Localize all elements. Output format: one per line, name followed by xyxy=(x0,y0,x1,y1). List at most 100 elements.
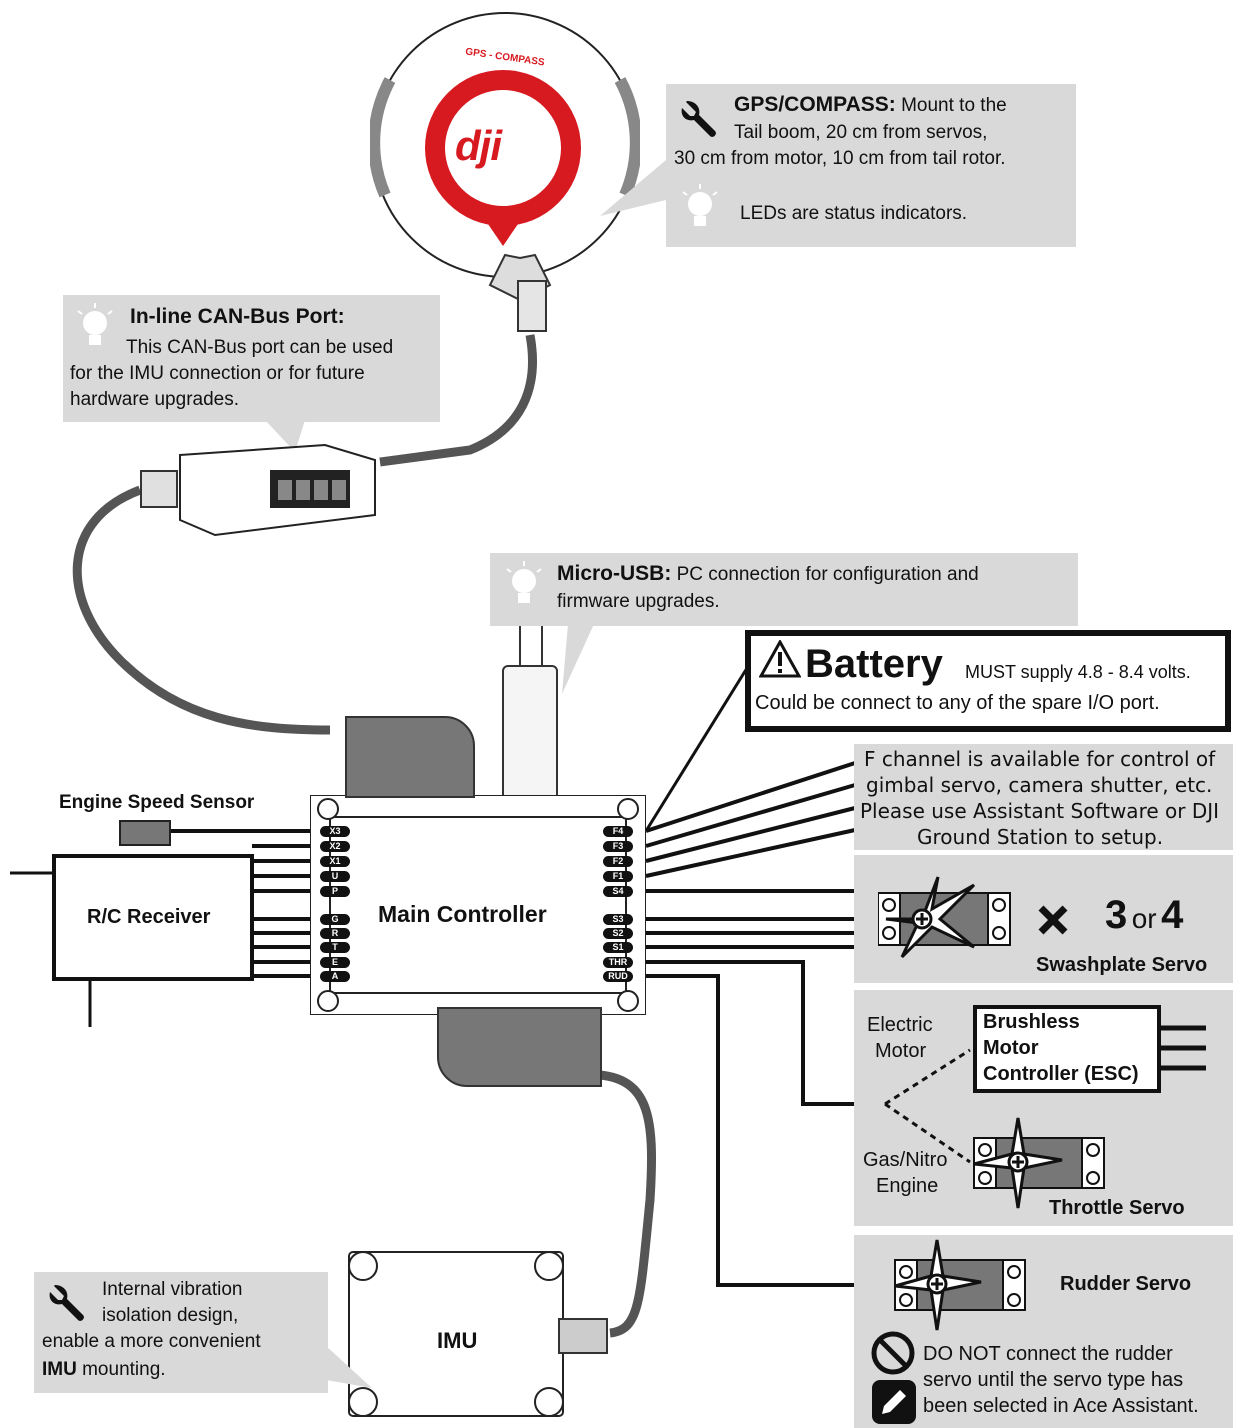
gps-text-line2: Tail boom, 20 cm from servos, xyxy=(734,122,988,143)
prohibited-icon xyxy=(871,1331,915,1375)
imu-cable-connector xyxy=(558,1318,608,1354)
pin-g: G xyxy=(320,914,350,925)
gps-callout: GPS/COMPASS: Mount to the Tail boom, 20 … xyxy=(666,84,1076,247)
f-channel-line1: F channel is available for control of xyxy=(864,747,1216,771)
rudder-warn-line2: servo until the servo type has xyxy=(923,1369,1184,1391)
usb-plug xyxy=(502,665,558,805)
gas-nitro-line1: Gas/Nitro xyxy=(863,1149,948,1171)
pin-s2: S2 xyxy=(603,928,633,939)
f-channel-line3: Please use Assistant Software or DJI xyxy=(860,799,1220,823)
usb-callout: Micro-USB: PC connection for configurati… xyxy=(490,553,1078,626)
wrench-icon xyxy=(49,1285,84,1321)
imu-module: IMU xyxy=(345,1248,567,1420)
warning-triangle-icon xyxy=(759,640,801,678)
engine-speed-sensor xyxy=(119,820,171,846)
battery-note: Could be connect to any of the spare I/O… xyxy=(755,692,1160,714)
canbus-line2: for the IMU connection or for future xyxy=(70,363,365,384)
canbus-hub xyxy=(175,440,380,537)
engine-speed-sensor-label: Engine Speed Sensor xyxy=(59,792,255,813)
imu-note-rest: mounting. xyxy=(76,1359,166,1380)
esc-line2: Motor xyxy=(983,1037,1039,1059)
main-controller-label: Main Controller xyxy=(378,901,547,927)
battery-box: Battery MUST supply 4.8 - 8.4 volts. Cou… xyxy=(745,630,1231,732)
throttle-servo-label: Throttle Servo xyxy=(1049,1197,1185,1219)
esc-output-wires xyxy=(1160,1025,1206,1071)
canbus-left-connector xyxy=(140,470,178,508)
f-channel-note xyxy=(854,744,1233,850)
pin-f3: F3 xyxy=(603,841,633,852)
usb-line1: PC connection for configuration and xyxy=(676,564,979,585)
canbus-title: In-line CAN-Bus Port: xyxy=(130,305,345,328)
pin-thr: THR xyxy=(603,957,633,968)
pin-t: T xyxy=(320,942,350,953)
pin-e: E xyxy=(320,957,350,968)
lightbulb-icon xyxy=(682,184,718,226)
battery-spec: MUST supply 4.8 - 8.4 volts. xyxy=(965,662,1191,682)
usb-line2: firmware upgrades. xyxy=(557,591,720,612)
imu-callout: Internal vibration isolation design, ena… xyxy=(34,1272,328,1393)
pin-x2: X2 xyxy=(320,841,350,852)
swash-or: or xyxy=(1131,903,1157,934)
gps-compass-module: GPS - COMPASS dji xyxy=(370,10,640,302)
canbus-callout-pointer xyxy=(265,420,305,452)
esc-box xyxy=(973,1005,1161,1093)
imu-label: IMU xyxy=(437,1328,478,1353)
canbus-port-connector xyxy=(345,716,475,798)
f-channel-line2: gimbal servo, camera shutter, etc. xyxy=(866,773,1213,797)
electric-motor-line1: Electric xyxy=(867,1014,933,1036)
lightbulb-icon xyxy=(77,303,113,345)
wrench-icon xyxy=(681,101,716,137)
imu-note-line2: isolation design, xyxy=(102,1305,239,1326)
pencil-icon xyxy=(872,1380,916,1424)
pin-f4: F4 xyxy=(603,826,633,837)
pin-s3: S3 xyxy=(603,914,633,925)
pin-s4: S4 xyxy=(603,886,633,897)
rudder-servo-label: Rudder Servo xyxy=(1060,1273,1192,1295)
swashplate-servo-icon xyxy=(878,876,1011,959)
gps-led-note: LEDs are status indicators. xyxy=(740,203,968,224)
pin-s1: S1 xyxy=(603,942,633,953)
dji-logo: dji xyxy=(455,122,502,169)
rudder-servo-icon xyxy=(894,1239,1026,1331)
pin-u: U xyxy=(320,871,350,882)
esc-line3: Controller (ESC) xyxy=(983,1063,1139,1085)
canbus-line1: This CAN-Bus port can be used xyxy=(126,337,394,358)
imu-port-connector xyxy=(437,1007,602,1087)
throttle-dashed-lines xyxy=(884,1048,971,1164)
gps-callout-pointer xyxy=(600,160,666,216)
pin-r: R xyxy=(320,928,350,939)
lightbulb-icon xyxy=(506,561,542,603)
pin-f2: F2 xyxy=(603,856,633,867)
pin-p: P xyxy=(320,886,350,897)
swash-count-3: 3 xyxy=(1105,893,1128,937)
multiply-icon xyxy=(1038,905,1068,935)
gps-text-line3: 30 cm from motor, 10 cm from tail rotor. xyxy=(674,148,1006,169)
throttle-servo-icon xyxy=(973,1117,1105,1209)
battery-title: Battery xyxy=(805,642,943,686)
gps-title: GPS/COMPASS: xyxy=(734,93,896,116)
pin-f1: F1 xyxy=(603,871,633,882)
imu-note-line3: enable a more convenient xyxy=(42,1331,261,1352)
imu-callout-pointer xyxy=(326,1346,372,1388)
pin-rud: RUD xyxy=(603,971,633,982)
imu-note-bold: IMU xyxy=(42,1359,77,1380)
gps-text-line1: Mount to the xyxy=(901,95,1007,116)
canbus-line3: hardware upgrades. xyxy=(70,389,239,410)
rc-receiver xyxy=(52,854,254,981)
swash-count-4: 4 xyxy=(1161,893,1184,937)
pin-x1: X1 xyxy=(320,856,350,867)
esc-line1: Brushless xyxy=(983,1011,1080,1033)
imu-note-line1: Internal vibration xyxy=(102,1279,243,1300)
rc-receiver-label: R/C Receiver xyxy=(87,906,211,928)
gps-connector xyxy=(517,280,547,332)
gas-nitro-line2: Engine xyxy=(876,1175,939,1197)
pin-a: A xyxy=(320,971,350,982)
canbus-callout: In-line CAN-Bus Port: This CAN-Bus port … xyxy=(63,295,440,422)
pin-x3: X3 xyxy=(320,826,350,837)
usb-title: Micro-USB: xyxy=(557,562,672,585)
swashplate-servo-label: Swashplate Servo xyxy=(1036,954,1208,976)
rudder-warn-line3: been selected in Ace Assistant. xyxy=(923,1395,1199,1417)
rudder-warn-line1: DO NOT connect the rudder xyxy=(923,1343,1173,1365)
main-controller: Main Controller xyxy=(309,794,647,1016)
